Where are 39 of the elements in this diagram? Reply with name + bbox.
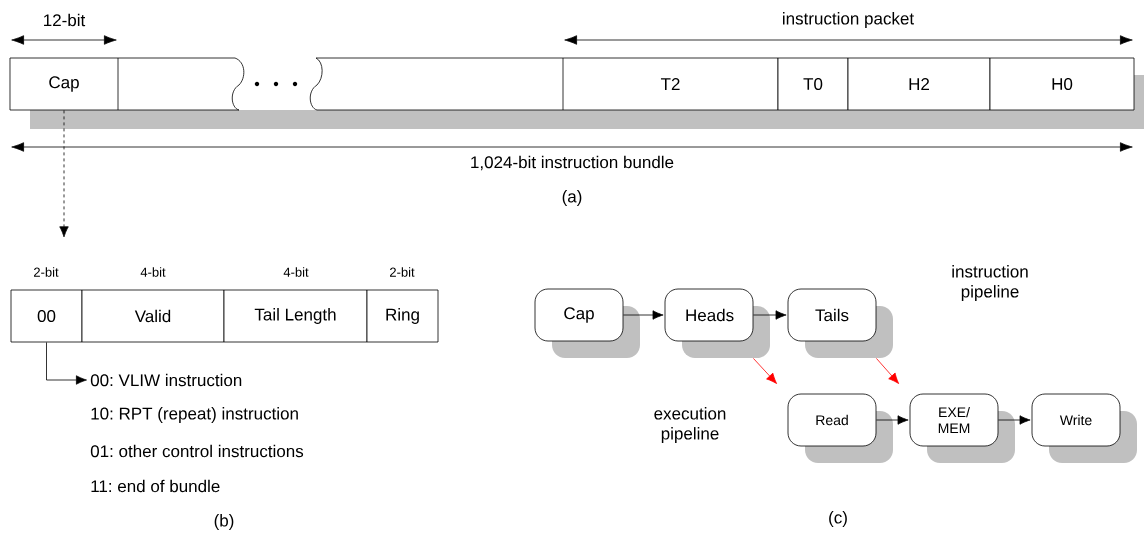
field-cell (117, 57, 245, 111)
stage-box: Read (787, 393, 893, 463)
arrow (623, 310, 664, 320)
arrow (998, 415, 1031, 425)
figure-label: (c) (829, 511, 847, 527)
arrow (876, 358, 899, 384)
stage-box: EXE/ MEM (909, 393, 1015, 463)
stage-group-label: execution pipeline (654, 407, 726, 443)
arrow (753, 310, 787, 320)
legend-text: 10: RPT (repeat) instruction (91, 407, 298, 423)
arrow (46, 342, 87, 385)
arrow (753, 358, 777, 384)
arrow (876, 415, 909, 425)
legend-text: 00: VLIW instruction (90, 373, 242, 387)
stage-box: Cap (534, 288, 640, 358)
field-cell: T0 (777, 57, 849, 111)
legend-text: 11: end of bundle (91, 479, 220, 493)
dimension-label: instruction packet (783, 12, 914, 28)
field-cell: H0 (989, 57, 1135, 111)
bit-width-label: 2-bit (390, 267, 415, 277)
stage-box: Tails (787, 288, 893, 358)
field-cell: Valid (81, 289, 225, 343)
figure-label: (a) (562, 190, 582, 206)
field-cell: 00 (10, 289, 83, 343)
bit-width-label: 2-bit (34, 267, 59, 277)
bit-width-label: 4-bit (283, 267, 309, 277)
bit-width-label: 4-bit (140, 267, 166, 277)
stage-group-label: instruction pipeline (952, 265, 1028, 301)
field-cell: Ring (366, 289, 439, 343)
dimension-label: 12-bit (44, 13, 86, 27)
dimension-label: 1,024-bit instruction bundle (471, 155, 674, 171)
legend-text: 01: other control instructions (90, 444, 304, 458)
figure-label: (b) (214, 514, 234, 530)
stage-box: Write (1031, 393, 1137, 463)
field-cell: Cap (9, 57, 119, 111)
arrow (59, 110, 69, 238)
stage-box: Heads (664, 288, 770, 358)
field-cell: Tail Length (223, 289, 368, 343)
field-cell (309, 57, 564, 111)
